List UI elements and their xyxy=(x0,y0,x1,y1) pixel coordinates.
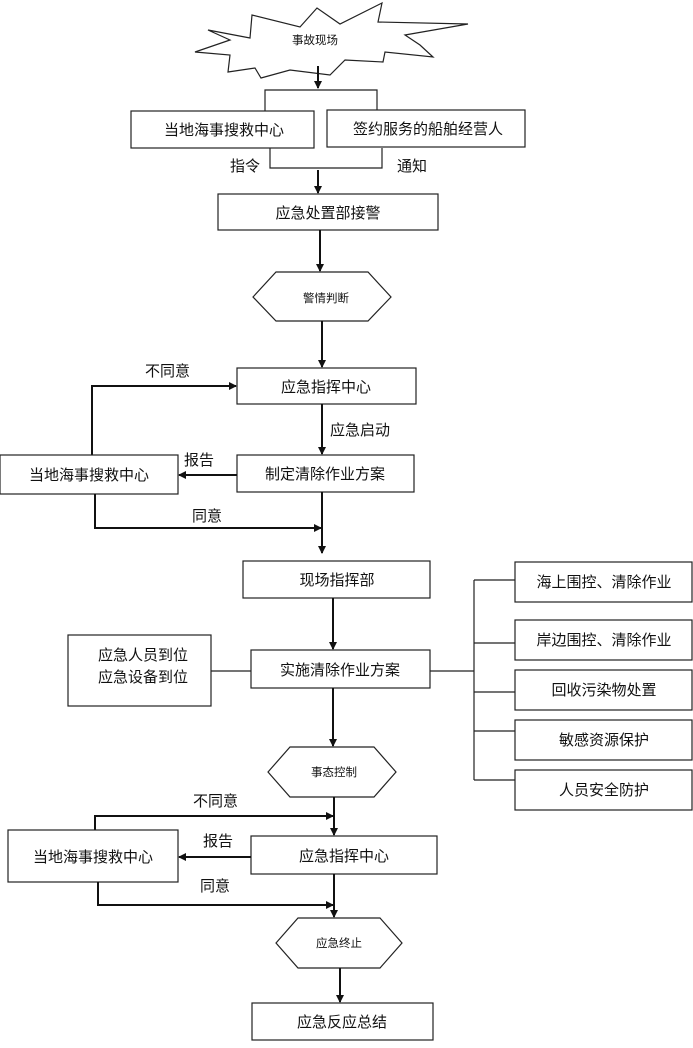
emergency-dept-alarm-label: 应急处置部接警 xyxy=(275,204,380,222)
task-label: 海上围控、清除作业 xyxy=(536,573,671,591)
command-center-2-box xyxy=(250,835,438,875)
alarm-judgment-label: 警情判断 xyxy=(303,291,349,305)
disagree-label: 不同意 xyxy=(193,792,238,810)
arrow-disagree xyxy=(94,812,334,830)
readiness-box xyxy=(67,634,212,707)
summary-label: 应急反应总结 xyxy=(297,1013,387,1031)
arrow-disagree xyxy=(91,382,237,455)
personnel-ready-label: 应急人员到位 xyxy=(98,646,188,664)
local-rescue-center-top-box xyxy=(130,110,315,149)
command-center-1-label: 应急指挥中心 xyxy=(281,378,371,396)
report-label: 报告 xyxy=(203,832,233,850)
arrow-agree xyxy=(97,882,334,909)
local-rescue-center-top-label: 当地海事搜救中心 xyxy=(164,121,284,139)
start-label: 应急启动 xyxy=(330,421,390,439)
incident-control-hexagon xyxy=(267,746,397,798)
site-command-label: 现场指挥部 xyxy=(299,571,374,589)
local-rescue-center-2-box xyxy=(7,829,179,883)
connector xyxy=(269,148,383,169)
execute-plan-label: 实施清除作业方案 xyxy=(280,661,400,679)
connector xyxy=(264,89,378,111)
task-list: 海上围控、清除作业 岸边围控、清除作业 回收污染物处置 敏感资源保护 人员安全防… xyxy=(474,561,693,811)
emergency-dept-alarm-box xyxy=(217,193,439,231)
task-box xyxy=(514,619,693,661)
report-label: 报告 xyxy=(184,451,214,469)
command-center-1-box xyxy=(236,367,417,405)
agree-label: 同意 xyxy=(200,877,230,895)
task-box xyxy=(514,769,693,811)
draft-plan-label: 制定清除作业方案 xyxy=(265,465,385,483)
local-rescue-center-2-label: 当地海事搜救中心 xyxy=(33,848,153,866)
task-label: 人员安全防护 xyxy=(559,781,649,799)
task-box xyxy=(514,561,693,603)
accident-scene-label: 事故现场 xyxy=(292,33,338,47)
alarm-judgment-hexagon xyxy=(252,271,392,322)
emergency-end-hexagon xyxy=(275,917,403,969)
task-label: 岸边围控、清除作业 xyxy=(536,631,671,649)
incident-control-label: 事态控制 xyxy=(311,765,357,779)
disagree-label: 不同意 xyxy=(145,362,190,380)
command-center-2-label: 应急指挥中心 xyxy=(299,847,389,865)
contracted-operator-label: 签约服务的船舶经营人 xyxy=(353,120,503,138)
contracted-operator-box xyxy=(326,109,526,148)
site-command-box xyxy=(242,560,431,599)
arrow-agree xyxy=(94,494,322,532)
local-rescue-center-1-label: 当地海事搜救中心 xyxy=(29,466,149,484)
accident-scene-node: 事故现场 xyxy=(194,1,469,79)
instruction-label: 指令 xyxy=(230,157,260,175)
task-box xyxy=(514,669,693,711)
task-label: 敏感资源保护 xyxy=(559,731,649,749)
local-rescue-center-1-box xyxy=(0,454,179,495)
task-label: 回收污染物处置 xyxy=(551,681,656,699)
execute-plan-box xyxy=(250,649,431,689)
equipment-ready-label: 应急设备到位 xyxy=(98,668,188,686)
emergency-end-label: 应急终止 xyxy=(316,936,362,950)
draft-plan-box xyxy=(236,454,415,493)
agree-label: 同意 xyxy=(192,507,222,525)
notify-label: 通知 xyxy=(397,157,427,175)
task-box xyxy=(514,719,693,761)
summary-box xyxy=(251,1002,434,1041)
